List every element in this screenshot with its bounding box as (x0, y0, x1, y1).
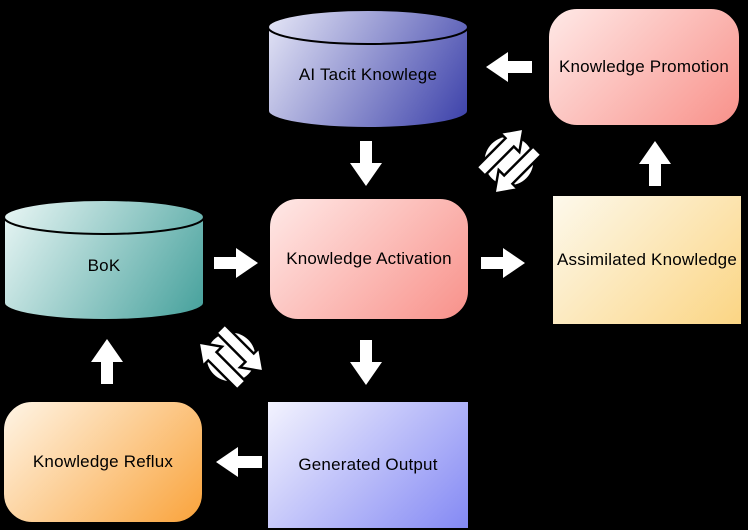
node-bok: BoK (2, 196, 206, 322)
node-label: Knowledge Reflux (32, 452, 174, 471)
arrow-activation-to-output-icon (350, 340, 382, 385)
arrow-activation-to-assimilated-icon (481, 248, 525, 278)
arrow-tacit-to-activation-icon (350, 141, 382, 186)
node-label: AI Tacit Knowlege (298, 65, 438, 84)
cylinder-shape (267, 9, 469, 129)
node-label: Assimilated Knowledge (557, 250, 737, 269)
node-label: Knowledge Promotion (558, 57, 730, 76)
arrow-reflux-to-bok-icon (91, 339, 123, 384)
node-knowledge-reflux: Knowledge Reflux (2, 400, 204, 524)
cylinder-shape (3, 199, 205, 321)
node-assimilated-knowledge: Assimilated Knowledge (553, 196, 741, 324)
arrow-bok-to-activation-icon (214, 248, 258, 278)
node-generated-output: Generated Output (268, 402, 468, 528)
sync-cycle-activation-reflux-icon (197, 322, 265, 392)
node-label: BoK (87, 256, 121, 275)
node-knowledge-activation: Knowledge Activation (268, 197, 470, 321)
node-knowledge-promotion: Knowledge Promotion (547, 7, 741, 127)
node-label: Generated Output (298, 455, 438, 474)
arrow-assimilated-to-promotion-icon (639, 141, 671, 186)
arrow-promotion-to-tacit-icon (486, 52, 532, 82)
node-ai-tacit-knowledge: AI Tacit Knowlege (266, 6, 470, 130)
node-label: Knowledge Activation (286, 249, 452, 268)
sync-cycle-activation-promotion-icon (474, 127, 544, 195)
arrow-output-to-reflux-icon (216, 447, 262, 477)
